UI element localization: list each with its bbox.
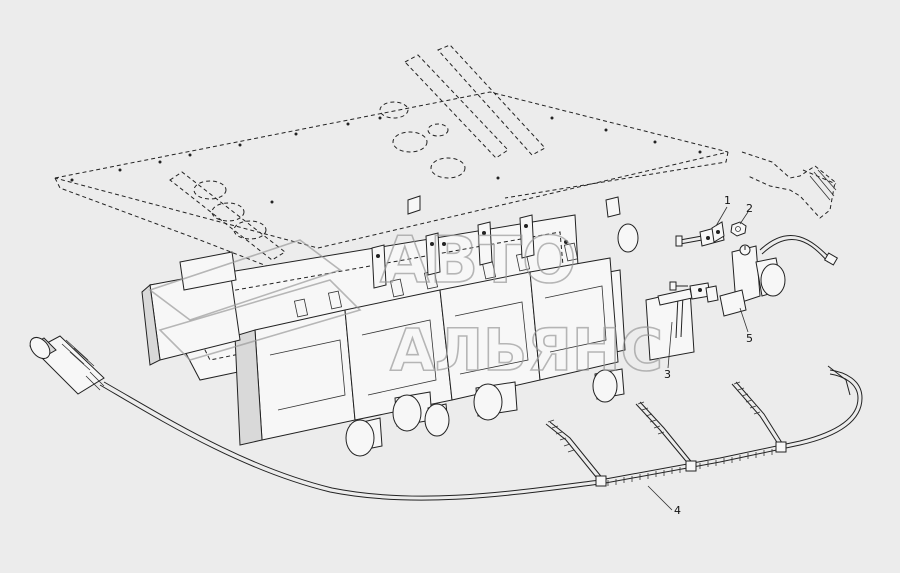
part-2-nut — [730, 221, 747, 237]
callout-1: 1 — [724, 194, 731, 207]
callout-4: 4 — [674, 504, 681, 517]
watermark-line1: АВТО — [380, 224, 576, 298]
seed-outlet-tubes — [345, 223, 639, 457]
hopper-plate — [54, 91, 729, 276]
watermark-line2: АЛЬЯНС — [390, 316, 663, 384]
callout-2: 2 — [746, 202, 753, 215]
part-1-bolt-bracket — [675, 221, 725, 247]
metering-units — [141, 195, 639, 457]
side-bracket — [741, 151, 837, 219]
part-3-sensor-plate — [645, 281, 719, 361]
harness-plug — [29, 335, 105, 395]
callout-3: 3 — [664, 368, 671, 381]
callout-5: 5 — [746, 332, 753, 345]
watermark: АВТО АЛЬЯНС — [148, 223, 664, 385]
plate-rails — [169, 44, 546, 261]
part-4-cable-harness — [29, 335, 863, 501]
part-5-sensor — [719, 235, 839, 317]
leader-lines — [647, 206, 749, 511]
